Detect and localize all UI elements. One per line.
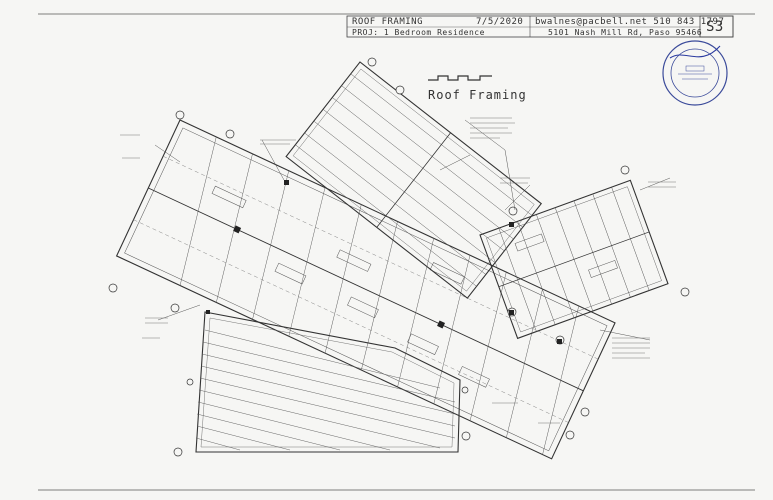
project-address: 5101 Nash Mill Rd, Paso 95466 [548,28,703,37]
project-name: PROJ: 1 Bedroom Residence [352,28,485,37]
annotation-marks [120,117,676,424]
sheet-title: ROOF FRAMING [352,17,424,27]
sheet-date: 7/5/2020 [476,17,524,27]
grid-markers [108,57,690,457]
post-markers [206,180,562,344]
lower-deck-section [195,311,461,453]
sheet-number: S3 [706,19,724,35]
upper-wing-section [285,61,543,299]
right-pavilion-section [479,179,669,340]
signature-mark [669,45,721,59]
drawing-heading: Roof Framing [428,88,527,102]
contact-info: bwalnes@pacbell.net 510 843 1797 [535,17,725,27]
main-roof-section [115,119,616,460]
engineer-seal-stamp [662,40,728,106]
callout-leaders [154,119,671,341]
sheet-number-box [699,15,734,38]
heading-symbol [428,75,492,81]
